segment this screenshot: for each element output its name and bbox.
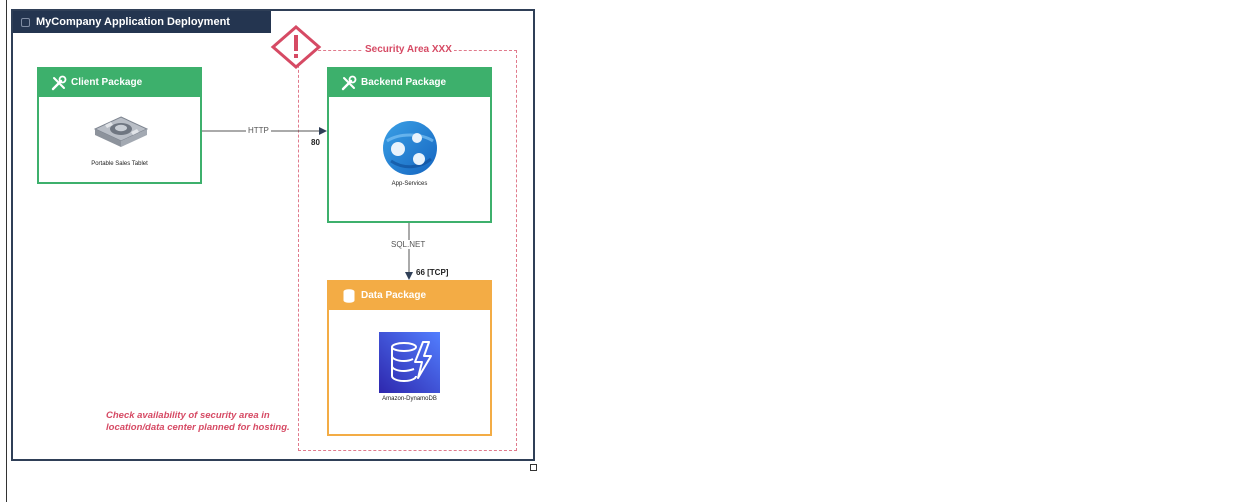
http-connector-label: HTTP [246, 126, 271, 135]
template-title: MyCompany Application Deployment Templat… [21, 16, 230, 50]
data-package[interactable]: Data Package Amazon-DynamoDB [327, 280, 492, 436]
database-icon [343, 289, 355, 303]
client-node-caption: Portable Sales Tablet [91, 161, 148, 167]
resize-handle-icon[interactable] [530, 464, 537, 471]
left-border-line [6, 0, 7, 502]
data-package-header[interactable]: Data Package [329, 282, 490, 310]
http-port-label: 80 [311, 138, 320, 147]
backend-package-header[interactable]: Backend Package [329, 69, 490, 97]
app-services-icon[interactable] [381, 119, 439, 177]
backend-package[interactable]: Backend Package App-Services [327, 67, 492, 223]
security-note: Check availability of security area in l… [106, 410, 290, 433]
client-package-header[interactable]: Client Package [39, 69, 200, 97]
backend-package-title: Backend Package [361, 77, 447, 88]
security-area-label: Security Area XXX [363, 44, 454, 55]
client-package-title: Client Package [71, 77, 143, 88]
collapse-icon[interactable] [21, 17, 30, 27]
dynamodb-icon[interactable] [379, 332, 440, 393]
data-node-caption: Amazon-DynamoDB [382, 396, 437, 402]
sql-connector-label: SQL.NET [389, 240, 428, 249]
data-package-title: Data Package [361, 290, 427, 301]
backend-node-caption: App-Services [391, 181, 428, 187]
exclamation-diamond-icon [270, 25, 322, 69]
tablet-device-icon[interactable] [91, 113, 151, 153]
tools-icon [341, 75, 357, 91]
client-package[interactable]: Client Package Portable Sales Tablet [37, 67, 202, 184]
template-title-tab[interactable]: MyCompany Application Deployment Templat… [13, 11, 271, 50]
sql-port-label: 66 [TCP] [416, 268, 449, 277]
tools-icon [51, 75, 67, 91]
